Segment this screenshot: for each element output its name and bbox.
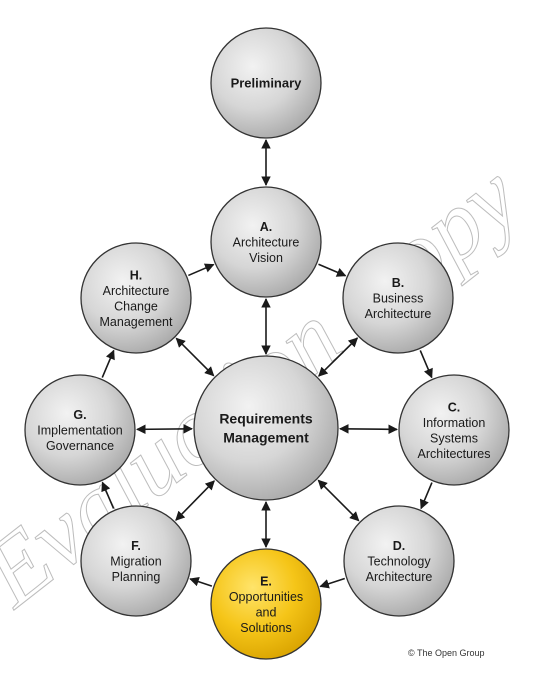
node-circle-b [342,242,454,354]
copyright-notice: © The Open Group [408,648,485,658]
arrow-b-c [419,350,433,379]
node-circle-d [343,505,455,617]
node-label-a-0: A. [260,220,273,234]
node-circle-c [398,374,510,486]
node-circle-preliminary [210,27,322,139]
node-circle-h [80,242,192,354]
node-label-c-3: Architectures [418,447,491,461]
node-label-f-1: Migration [110,555,161,569]
arrow-g-h [101,349,115,378]
node-label-g-0: G. [73,408,86,422]
arrow-d-e [319,577,346,589]
arrow-e-f [189,577,213,587]
node-label-preliminary-0: Preliminary [231,76,303,91]
node-label-e-0: E. [260,574,272,588]
arrow-rm-f [175,480,215,521]
arrow-rm-b [318,337,359,377]
node-label-rm-0: Requirements [219,411,313,427]
node-label-f-0: F. [131,539,141,553]
node-circle-rm [193,355,339,501]
arrow-a-b [318,263,347,277]
node-circle-a [210,186,322,298]
node-label-d-2: Architecture [366,570,433,584]
node-label-f-2: Planning [112,570,161,584]
node-label-e-1: Opportunities [229,590,303,604]
node-label-d-0: D. [393,539,406,553]
node-label-c-2: Systems [430,431,478,445]
node-label-b-2: Architecture [365,307,432,321]
arrow-rm-h [175,337,215,377]
node-label-a-2: Vision [249,251,283,265]
node-label-e-3: Solutions [240,621,291,635]
node-label-a-1: Architecture [233,236,300,250]
node-label-d-1: Technology [367,555,431,569]
node-circle-e [210,548,322,660]
node-circle-g [24,374,136,486]
node-label-rm-1: Management [223,430,309,446]
node-label-e-2: and [256,605,277,619]
arrow-f-g [101,481,115,509]
nodes: PreliminaryA.ArchitectureVisionB.Busines… [24,27,510,660]
node-circle-f [80,505,192,617]
node-label-h-2: Change [114,299,158,313]
arrow-c-d [419,482,433,510]
node-label-h-0: H. [130,268,143,282]
node-label-g-2: Governance [46,439,114,453]
node-label-g-1: Implementation [37,424,123,438]
node-label-h-1: Architecture [103,284,170,298]
node-label-b-0: B. [392,276,405,290]
arrow-h-a [188,263,215,277]
arrows [101,139,433,589]
arrow-rm-d [317,479,360,522]
node-preliminary: Preliminary [210,27,322,139]
node-label-h-3: Management [100,315,173,329]
node-label-c-0: C. [448,400,461,414]
node-label-b-1: Business [373,292,424,306]
arrow-rm-g [136,424,193,435]
arrow-rm-c [339,424,398,435]
node-label-c-1: Information [423,416,486,430]
